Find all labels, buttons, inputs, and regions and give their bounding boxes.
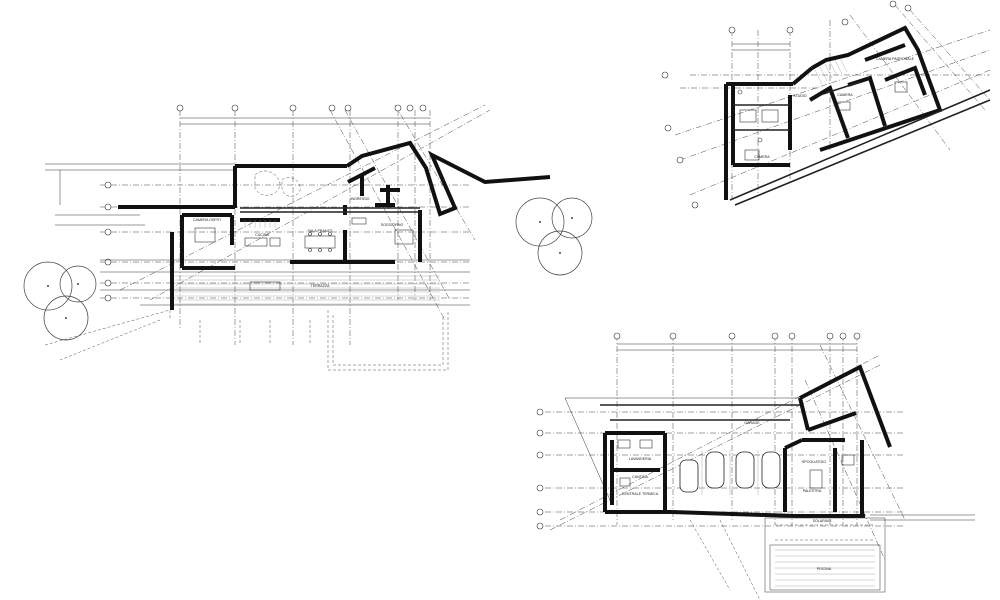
room-label-solarium: SOLARIUM bbox=[813, 519, 832, 523]
room-label-sala-pranzo: SALA PRANZO bbox=[308, 229, 333, 233]
room-label-cantina: CANTINA bbox=[632, 475, 648, 479]
basement-plan-cars bbox=[679, 450, 781, 495]
room-label-cucina: CUCINA bbox=[255, 233, 269, 237]
ground-plan-room-labels: CAMERA OSPITI CUCINA SALA PRANZO SOGGIOR… bbox=[193, 197, 403, 288]
basement-plan-grid bbox=[545, 335, 906, 561]
room-label-studio: STUDIO bbox=[793, 94, 807, 98]
ground-plan-furniture bbox=[194, 217, 414, 291]
room-label-piscina: PISCINA bbox=[817, 567, 832, 571]
room-label-palestra: PALESTRA bbox=[803, 489, 822, 493]
room-label-centrale-termica: CENTRALE TERMICA bbox=[622, 492, 659, 496]
ground-plan-site-lines bbox=[44, 163, 470, 371]
upper-plan-furniture bbox=[737, 81, 908, 161]
upper-plan-axis-markers bbox=[661, 0, 912, 209]
basement-plan-furniture bbox=[617, 439, 855, 489]
ground-floor-plan: CAMERA OSPITI CUCINA SALA PRANZO SOGGIOR… bbox=[23, 104, 593, 371]
basement-plan-walls bbox=[600, 364, 892, 518]
upper-plan-grid bbox=[674, 4, 991, 200]
room-label-spogliatoio: SPOGLIATOIO bbox=[802, 460, 826, 464]
room-label-camera-1: CAMERA bbox=[754, 155, 770, 159]
ground-plan-axis-markers bbox=[104, 104, 430, 302]
upper-plan-room-labels: STUDIO CAMERA CAMERA CAMERA PADRONALE bbox=[754, 57, 914, 159]
room-label-camera-2: CAMERA bbox=[837, 93, 853, 97]
room-label-garage: GARAGE bbox=[744, 421, 760, 425]
room-label-soggiorno: SOGGIORNO bbox=[381, 223, 404, 227]
room-label-lavanderia: LAVANDERIA bbox=[629, 457, 652, 461]
basement-plan-axis-markers bbox=[536, 332, 861, 530]
ground-plan-walls bbox=[118, 140, 551, 310]
upper-plan-stair bbox=[814, 57, 848, 85]
ground-plan-garden bbox=[254, 170, 301, 197]
room-label-ingresso: INGRESSO bbox=[351, 197, 370, 201]
upper-floor-plan: STUDIO CAMERA CAMERA CAMERA PADRONALE bbox=[661, 0, 991, 209]
basement-plan: GARAGE LAVANDERIA CANTINA CENTRALE TERMI… bbox=[536, 332, 975, 600]
basement-plan-site-lines bbox=[564, 397, 975, 600]
ground-plan-trees bbox=[23, 197, 593, 341]
terrace-decking bbox=[175, 275, 440, 305]
ground-plan-stair bbox=[244, 220, 276, 228]
basement-plan-room-labels: GARAGE LAVANDERIA CANTINA CENTRALE TERMI… bbox=[622, 421, 832, 571]
upper-plan-walls bbox=[724, 25, 991, 206]
pool bbox=[764, 517, 886, 593]
room-label-terrazza: TERRAZZA bbox=[311, 284, 331, 288]
ground-plan-grid bbox=[100, 104, 491, 345]
room-label-camera-padronale: CAMERA PADRONALE bbox=[876, 57, 915, 61]
room-label-camera-ospiti: CAMERA OSPITI bbox=[193, 218, 221, 222]
